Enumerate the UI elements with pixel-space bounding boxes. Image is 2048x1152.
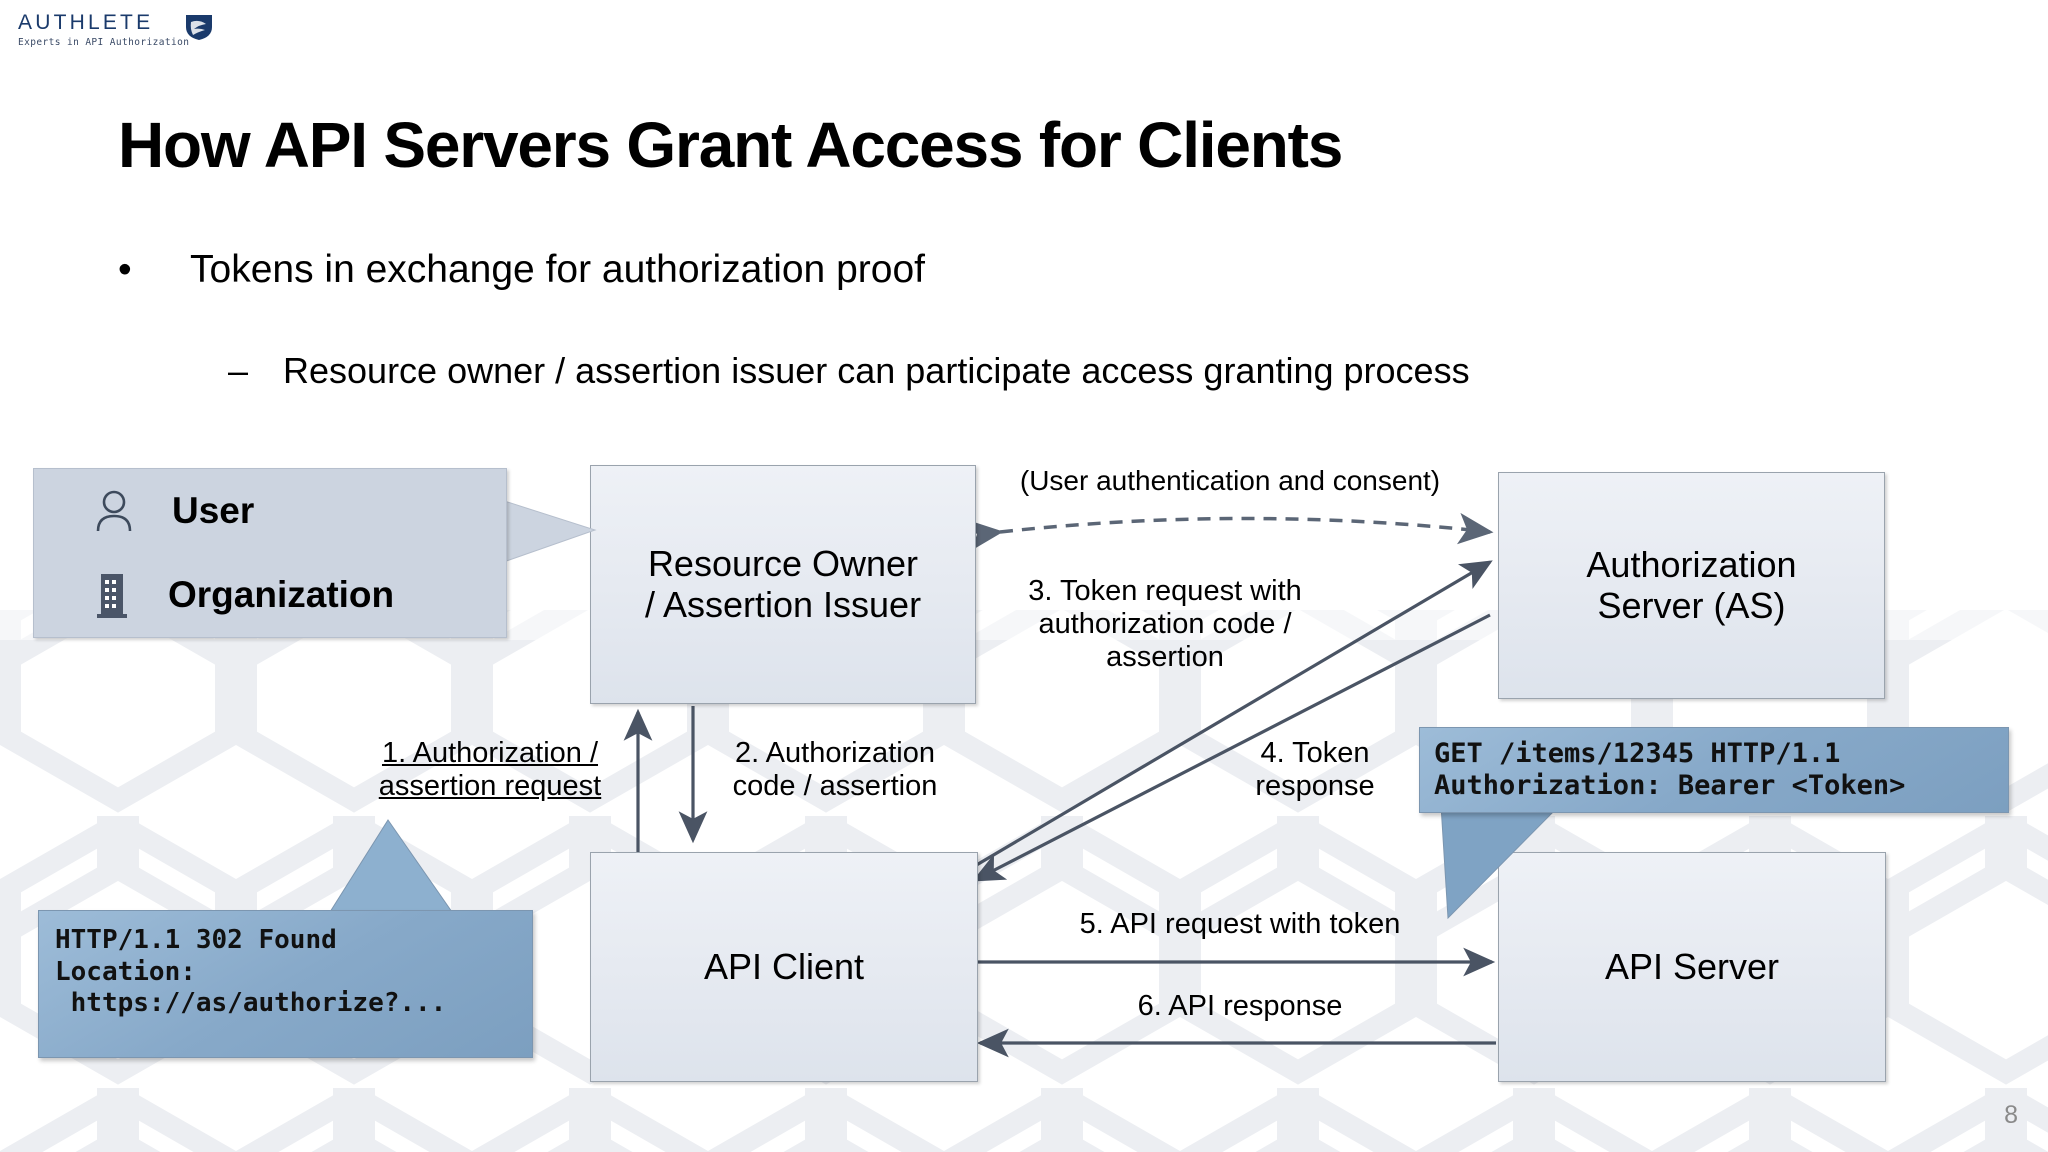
bullet-marker: • (118, 248, 132, 291)
bullet-level1: • Tokens in exchange for authorization pr… (118, 248, 925, 292)
arrow-label-step-6: 6. API response (1137, 990, 1343, 1022)
shield-icon (186, 15, 212, 40)
arrow-label-step-1: 1. Authorization / assertion request (378, 737, 602, 803)
bullet-text: Tokens in exchange for authorization pro… (190, 248, 925, 291)
arrow-label-step-3: 3. Token request with authorization code… (1028, 575, 1302, 674)
arrow-label-step-4: 4. Token response (1255, 737, 1375, 803)
node-label: API Server (1604, 945, 1780, 987)
actor-row-organization: Organization (34, 553, 506, 637)
person-icon (96, 490, 132, 532)
actor-row-user: User (34, 469, 506, 553)
arrow-user-auth-consent (966, 512, 1494, 552)
bullet-marker: – (228, 350, 249, 391)
actor-label-user: User (172, 490, 255, 531)
logo-tagline: Experts in API Authorization (18, 37, 190, 48)
arrow-label-user-auth-consent: (User authentication and consent) (1019, 465, 1441, 496)
node-resource-owner[interactable]: Resource Owner / Assertion Issuer (590, 465, 976, 704)
node-label: Authorization Server (AS) (1586, 544, 1797, 626)
node-authorization-server[interactable]: Authorization Server (AS) (1498, 472, 1885, 699)
bullet-level2: –Resource owner / assertion issuer can p… (228, 350, 1470, 392)
bullet-text: Resource owner / assertion issuer can pa… (283, 350, 1470, 391)
arrow-label-step-5: 5. API request with token (1079, 908, 1401, 940)
node-api-client[interactable]: API Client (590, 852, 978, 1082)
logo-wordmark: AUTHLETE (18, 11, 154, 34)
code-callout-get-items: GET /items/12345 HTTP/1.1 Authorization:… (1419, 727, 2009, 813)
authlete-logo: AUTHLETE Experts in API Authorization (18, 12, 228, 62)
building-icon (97, 574, 127, 618)
arrow-label-step-2: 2. Authorization code / assertion (732, 737, 938, 803)
page-number: 8 (2004, 1101, 2018, 1129)
code-callout-http-302: HTTP/1.1 302 Found Location: https://as/… (38, 910, 533, 1058)
node-api-server[interactable]: API Server (1498, 852, 1886, 1082)
page-title: How API Servers Grant Access for Clients (118, 109, 1343, 181)
actor-callout[interactable]: User Organization (33, 468, 507, 638)
node-label: Resource Owner / Assertion Issuer (644, 543, 922, 625)
actor-label-organization: Organization (168, 574, 395, 615)
node-label: API Client (703, 945, 865, 987)
